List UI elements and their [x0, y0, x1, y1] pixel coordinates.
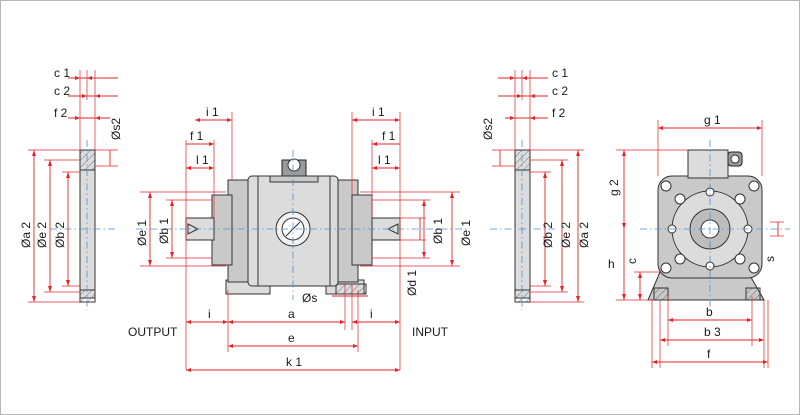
dim-e1-left: Øe 1 [135, 220, 149, 246]
dim-i1-right: i 1 [372, 105, 385, 119]
dim-i-left: i [208, 307, 211, 321]
dim-f1-left: f 1 [190, 129, 204, 143]
dim-b3: b 3 [704, 325, 721, 339]
dim-b1-left: Øb 1 [157, 218, 171, 244]
dim-g1: g 1 [704, 113, 721, 127]
dim-c1-right: c 1 [552, 66, 568, 80]
dim-e2-left: Øe 2 [35, 222, 49, 248]
dim-l1-right: l 1 [378, 153, 391, 167]
dim-a2-right: Øa 2 [577, 222, 591, 248]
dim-c: c [625, 258, 639, 264]
dim-g2: g 2 [607, 179, 621, 196]
dim-a: a [288, 307, 295, 321]
dim-d1: Ød 1 [405, 270, 419, 296]
right-flange-dimensions [492, 70, 584, 303]
gearbox-end-view [640, 140, 790, 310]
dim-b: b [706, 305, 713, 319]
dim-f1-right: f 1 [382, 129, 396, 143]
dim-b2-right: Øb 2 [541, 222, 555, 248]
dim-f2-right: f 2 [552, 106, 566, 120]
right-flange-view [490, 140, 555, 310]
dim-i1-left: i 1 [206, 105, 219, 119]
dim-f: f [707, 347, 711, 361]
dim-s2-left: Øs2 [109, 118, 123, 140]
gearbox-dimensions [140, 112, 460, 372]
dim-e1-right: Øe 1 [459, 220, 473, 246]
gearbox-front-view [136, 150, 470, 300]
dim-b2-left: Øb 2 [53, 222, 67, 248]
dim-c1-left: c 1 [54, 66, 70, 80]
label-input: INPUT [412, 325, 449, 339]
left-flange-dimensions [28, 70, 118, 303]
dim-b1-right: Øb 1 [431, 218, 445, 244]
label-output: OUTPUT [128, 325, 178, 339]
dim-c2-right: c 2 [552, 84, 568, 98]
dim-s-center: Øs [302, 291, 317, 305]
left-flange-view [50, 140, 118, 310]
dim-f2-left: f 2 [54, 106, 68, 120]
dim-i-right: i [370, 307, 373, 321]
end-view-dimensions [616, 120, 784, 368]
dim-k1: k 1 [286, 355, 302, 369]
dim-l1-left: l 1 [196, 153, 209, 167]
dim-c2-left: c 2 [54, 84, 70, 98]
dim-e: e [288, 331, 295, 345]
dim-s-end: s [763, 256, 777, 262]
dim-h: h [608, 257, 615, 271]
dim-a2-left: Øa 2 [19, 222, 33, 248]
dim-s2-right: Øs2 [481, 118, 495, 140]
dim-e2-right: Øe 2 [559, 222, 573, 248]
